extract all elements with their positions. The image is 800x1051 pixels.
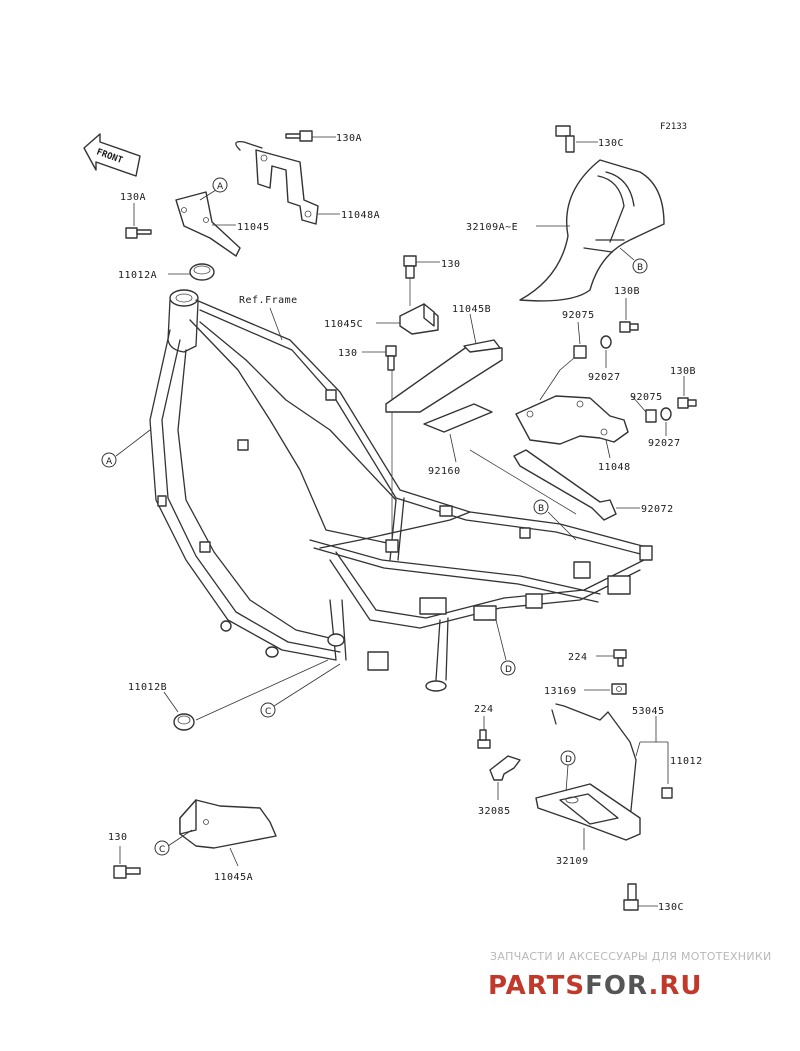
watermark-logo: PARTSFOR.RU (488, 971, 703, 1001)
callout-b-top-text: B (637, 263, 643, 273)
front-arrow-icon: FRONT (83, 133, 141, 177)
bolt-130b-lower (677, 397, 697, 409)
washer-92027-lower (660, 407, 672, 421)
bracket-11045b (385, 339, 503, 413)
bolt-130c-top (555, 125, 575, 153)
strap-92072 (513, 449, 617, 521)
label-130-mid: 130 (338, 348, 358, 359)
cap-11012 (661, 787, 673, 799)
bolt-130-mid (385, 345, 397, 371)
callout-a-left (101, 452, 117, 468)
label-130-upper: 130 (441, 259, 461, 270)
callout-b-frame (533, 499, 549, 515)
bolt-224-right (613, 649, 627, 667)
rod-53045 (551, 703, 637, 821)
bolt-130a-top (285, 130, 313, 142)
label-130c-top: 130C (598, 138, 624, 149)
label-11045a: 11045A (214, 872, 253, 883)
callout-c-frame (260, 702, 276, 718)
callout-c-bottom-text: C (159, 845, 165, 855)
washer-92027-upper (600, 335, 612, 349)
label-11012a: 11012A (118, 270, 157, 281)
tail-cover-32109a-e (519, 159, 665, 302)
label-13169: 13169 (544, 686, 577, 697)
callout-a-top (212, 177, 228, 193)
pad-92160 (423, 403, 493, 433)
label-11045c: 11045C (324, 319, 363, 330)
callout-c-frame-text: C (265, 707, 271, 717)
label-ref-frame: Ref.Frame (239, 295, 298, 306)
label-92075-lower: 92075 (630, 392, 663, 403)
label-11048a: 11048A (341, 210, 380, 221)
callout-d-frame-text: D (505, 665, 512, 675)
clip-13169 (611, 683, 627, 695)
callout-d-frame (500, 660, 516, 676)
bolt-130-upper (403, 255, 417, 279)
label-224-left: 224 (474, 704, 494, 715)
label-130a-left: 130A (120, 192, 146, 203)
label-32085: 32085 (478, 806, 511, 817)
label-32109: 32109 (556, 856, 589, 867)
motorcycle-frame (149, 289, 653, 692)
label-92075-upper: 92075 (562, 310, 595, 321)
label-92027-lower: 92027 (648, 438, 681, 449)
callout-a-left-text: A (106, 457, 113, 467)
label-32109a-e: 32109A~E (466, 222, 518, 233)
label-224-right: 224 (568, 652, 588, 663)
bolt-130c-bottom (623, 883, 639, 911)
watermark: ЗАПЧАСТИ И АКСЕССУАРЫ ДЛЯ МОТОТЕХНИКИ PA… (488, 950, 772, 1001)
watermark-caption: ЗАПЧАСТИ И АКСЕССУАРЫ ДЛЯ МОТОТЕХНИКИ (490, 950, 772, 963)
callout-a-top-text: A (217, 182, 224, 192)
bolt-130-low (113, 865, 141, 879)
label-130c-bottom: 130C (658, 902, 684, 913)
figure-code: F2133 (660, 122, 687, 132)
label-92027-upper: 92027 (588, 372, 621, 383)
bracket-11048 (515, 395, 629, 445)
bolt-224-left (477, 729, 491, 749)
collar-92075-lower (645, 409, 657, 423)
grommet-11012b (173, 713, 195, 731)
grommet-11012a (189, 263, 215, 281)
label-11048: 11048 (598, 462, 631, 473)
label-92072: 92072 (641, 504, 674, 515)
label-92160: 92160 (428, 466, 461, 477)
label-130b-lower: 130B (670, 366, 696, 377)
bracket-11045a (179, 799, 277, 849)
callout-d-bottom-text: D (565, 755, 572, 765)
bracket-11045 (175, 191, 241, 257)
label-130a-top: 130A (336, 133, 362, 144)
callout-c-bottom (154, 840, 170, 856)
label-11045: 11045 (237, 222, 270, 233)
callout-b-top (632, 258, 648, 274)
clip-32085 (489, 755, 521, 781)
bolt-130a-left (125, 227, 152, 239)
label-11012: 11012 (670, 756, 703, 767)
label-11012b: 11012B (128, 682, 167, 693)
bolt-130b-upper (619, 321, 639, 333)
bracket-11048a (235, 130, 319, 225)
collar-92075-upper (573, 345, 587, 359)
label-53045: 53045 (632, 706, 665, 717)
label-130-low: 130 (108, 832, 128, 843)
callout-b-frame-text: B (538, 504, 544, 514)
tray-32109 (535, 783, 641, 841)
label-130b-upper: 130B (614, 286, 640, 297)
bracket-11045c (399, 303, 439, 335)
label-11045b: 11045B (452, 304, 491, 315)
